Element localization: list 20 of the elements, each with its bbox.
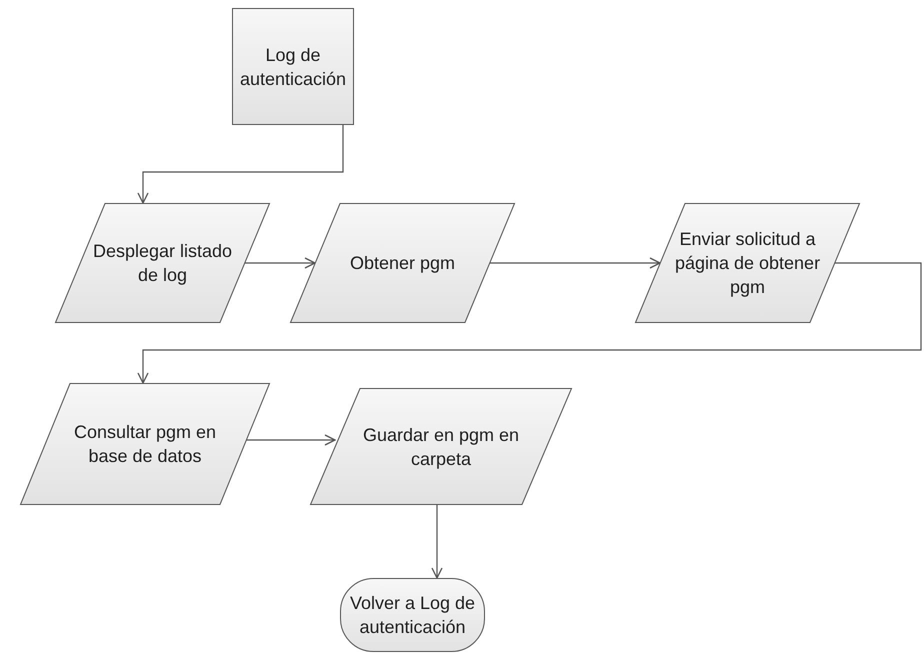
arrow: [137, 125, 344, 204]
data-parallelogram: [20, 383, 270, 505]
node-label: Desplegar listado de log: [92, 240, 232, 287]
data-parallelogram: [55, 203, 270, 323]
data-parallelogram: [635, 203, 860, 323]
arrow: [490, 257, 661, 269]
terminal-pill: [340, 578, 485, 652]
node-label: Obtener pgm: [350, 252, 456, 275]
arrow: [431, 505, 443, 579]
data-parallelogram: [310, 388, 572, 505]
arrow: [245, 434, 336, 446]
node-label: Log de autenticación: [238, 44, 348, 90]
arrow: [245, 257, 316, 269]
node-label: Volver a Log de autenticación: [348, 592, 476, 639]
arrow: [137, 262, 922, 384]
process-box: [232, 8, 354, 125]
data-parallelogram: [290, 203, 515, 323]
node-label: Guardar en pgm en carpeta: [362, 424, 520, 470]
node-label: Enviar solicitud a página de obtener pgm: [674, 228, 822, 299]
node-label: Consultar pgm en base de datos: [72, 421, 218, 468]
